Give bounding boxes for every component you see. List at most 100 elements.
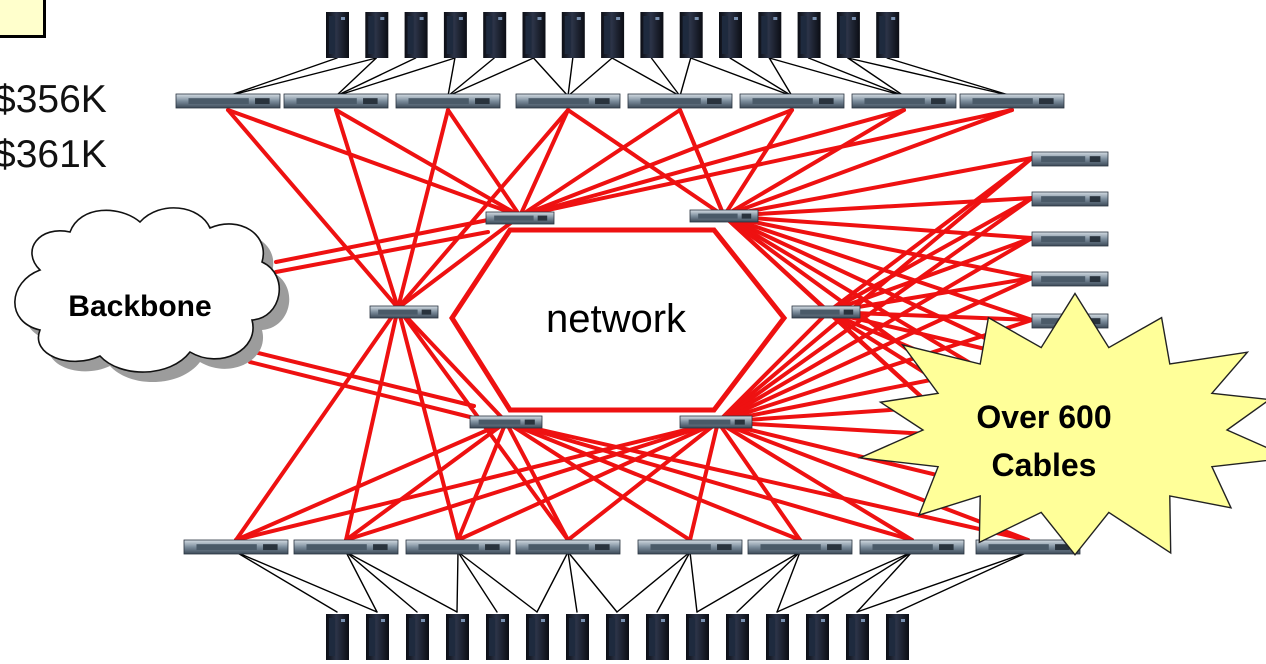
server-link (335, 57, 377, 97)
server-icon (719, 12, 742, 58)
price-1: $356K (0, 78, 107, 121)
server-link (847, 57, 1013, 97)
switch-icon (627, 93, 733, 109)
price-2: $361K (0, 133, 107, 176)
server-link (567, 57, 574, 97)
server-icon (846, 614, 869, 660)
cable (226, 108, 522, 218)
cable (396, 214, 522, 310)
cable (826, 310, 1034, 322)
switch-icon (679, 415, 753, 429)
switch-icon (747, 539, 853, 555)
switch-icon (1031, 151, 1109, 167)
server-link (227, 57, 338, 97)
server-icon (797, 12, 821, 58)
server-link (729, 57, 793, 97)
server-icon (326, 12, 349, 58)
backbone-link (274, 218, 490, 264)
cable (234, 306, 400, 542)
server-link (611, 57, 681, 97)
server-link (335, 57, 417, 97)
switch-icon (791, 305, 861, 319)
server-icon (806, 614, 829, 660)
server-link (447, 57, 495, 97)
switch-icon (1031, 191, 1109, 207)
cable (518, 108, 682, 218)
cable (826, 276, 1034, 314)
server-icon (522, 12, 546, 58)
switch-icon (859, 539, 965, 555)
switch-icon (485, 211, 555, 225)
server-link (456, 551, 459, 613)
cable (722, 196, 1034, 218)
backbone-link (274, 230, 490, 274)
server-icon (758, 12, 782, 58)
server-icon (686, 614, 709, 660)
server-link (567, 551, 578, 613)
cable (334, 108, 522, 218)
switch-icon (637, 539, 743, 555)
switch-icon (851, 93, 957, 109)
backbone-link (244, 348, 476, 408)
cable (396, 306, 508, 424)
corner-box (0, 0, 46, 38)
server-link (345, 551, 378, 613)
switch-icon (293, 539, 399, 555)
starburst-icon (857, 292, 1266, 556)
backbone-label: Backbone (68, 290, 211, 323)
switch-icon (1031, 271, 1109, 287)
server-link (696, 551, 801, 613)
server-icon (726, 614, 749, 660)
server-link (532, 57, 569, 97)
server-icon (766, 614, 789, 660)
cable (722, 108, 906, 218)
server-icon (483, 12, 507, 58)
server-icon (366, 614, 389, 660)
switch-icon (469, 415, 543, 429)
cable (396, 306, 460, 542)
server-icon (640, 12, 664, 58)
cable (234, 420, 508, 542)
cable (518, 108, 570, 218)
server-link (447, 57, 456, 97)
server-link (345, 551, 418, 613)
switch-icon (395, 93, 501, 109)
server-icon (526, 614, 549, 660)
cable (344, 420, 720, 542)
cable (446, 108, 522, 218)
cable (334, 108, 400, 310)
server-link (235, 551, 338, 613)
server-icon (876, 12, 900, 58)
cable (566, 420, 720, 542)
cable (722, 214, 830, 314)
server-icon (365, 12, 389, 58)
switch-icon (283, 93, 389, 109)
cable (344, 306, 400, 542)
server-link (816, 551, 913, 613)
server-link (457, 551, 538, 613)
cable (722, 156, 1034, 218)
switch-icon (515, 539, 621, 555)
network-core-hexagon (449, 227, 788, 413)
cloud-icon (14, 207, 290, 383)
cable (234, 420, 720, 542)
cable (226, 108, 400, 310)
server-icon (886, 614, 909, 660)
cable (722, 214, 1034, 240)
server-link (457, 551, 498, 613)
cable (826, 236, 1034, 314)
server-link (807, 57, 905, 97)
server-icon (601, 12, 625, 58)
cable (504, 420, 570, 542)
server-link (567, 551, 618, 613)
switch-icon (739, 93, 845, 109)
cable (504, 420, 914, 542)
server-icon (326, 614, 349, 660)
cable (396, 108, 570, 310)
switch-icon (405, 539, 511, 555)
server-icon (561, 12, 585, 58)
server-icon (443, 12, 467, 58)
server-link (616, 551, 691, 613)
